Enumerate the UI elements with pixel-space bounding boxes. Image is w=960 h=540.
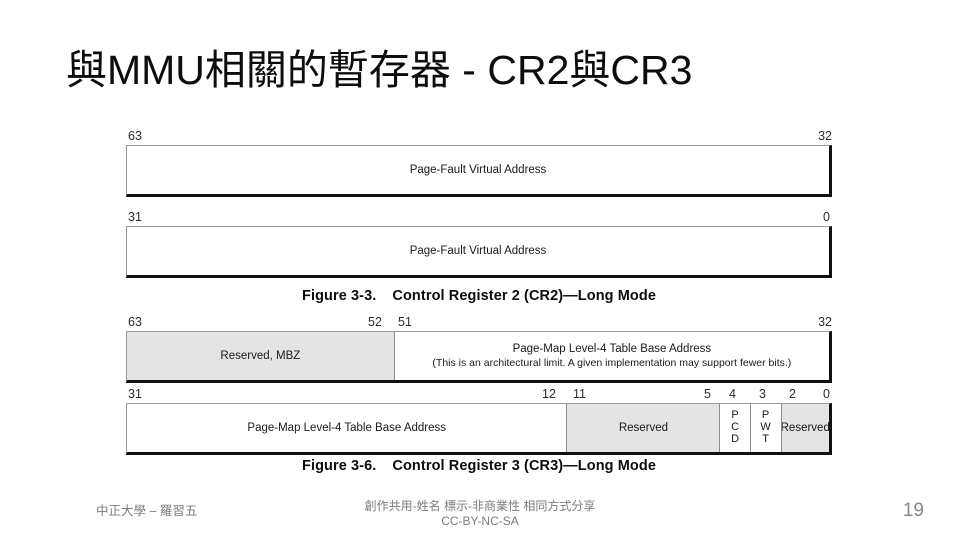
- cr2-row-31-0: 31 0 Page-Fault Virtual Address: [126, 209, 832, 278]
- bit-label: 3: [759, 387, 766, 401]
- bit-label: 12: [542, 387, 556, 401]
- field-label: Page-Fault Virtual Address: [409, 163, 547, 176]
- register-box: Page-Fault Virtual Address: [126, 226, 832, 278]
- bit-label: 63: [128, 315, 142, 329]
- field-pml4-base-address: Page-Map Level-4 Table Base Address (Thi…: [393, 332, 829, 380]
- bit-labels: 63 52 51 32: [126, 314, 832, 331]
- bit-label: 31: [128, 210, 142, 224]
- field-label: Reserved: [618, 421, 669, 434]
- figure-title: Control Register 2 (CR2)—Long Mode: [392, 288, 656, 304]
- bit-label: 4: [729, 387, 736, 401]
- bit-label: 0: [823, 387, 830, 401]
- bit-label: 2: [789, 387, 796, 401]
- field-label: Page-Fault Virtual Address: [409, 244, 547, 257]
- cr3-row-63-32: 63 52 51 32 Reserved, MBZ Page-Map Level…: [126, 314, 832, 383]
- footer-affiliation: 中正大學 – 羅習五: [96, 504, 198, 518]
- register-box: Page-Fault Virtual Address: [126, 145, 832, 197]
- bit-label: 52: [368, 315, 382, 329]
- field-letter-p: P: [761, 409, 770, 422]
- figure-caption-cr3: Figure 3-6. Control Register 3 (CR3)—Long…: [126, 458, 832, 474]
- figure-title: Control Register 3 (CR3)—Long Mode: [392, 458, 656, 474]
- field-label: Reserved: [780, 421, 829, 434]
- bit-label: 32: [818, 129, 832, 143]
- bit-label: 31: [128, 387, 142, 401]
- license-line-2: CC-BY-NC-SA: [441, 514, 519, 528]
- page-number: 19: [902, 500, 924, 521]
- field-page-fault-virtual-address: Page-Fault Virtual Address: [127, 227, 829, 275]
- field-pml4-base-address: Page-Map Level-4 Table Base Address: [127, 404, 567, 452]
- page-title: 與MMU相關的暫存器 - CR2與CR3: [66, 47, 693, 93]
- bit-labels: 31 12 11 5 4 3 2 0: [126, 386, 832, 403]
- field-reserved: Reserved: [566, 404, 720, 452]
- register-box: Reserved, MBZ Page-Map Level-4 Table Bas…: [126, 331, 832, 383]
- figure-caption-cr2: Figure 3-3. Control Register 2 (CR2)—Long…: [126, 288, 832, 304]
- cr2-row-63-32: 63 32 Page-Fault Virtual Address: [126, 128, 832, 197]
- figure-number: Figure 3-3.: [301, 288, 377, 304]
- field-pcd: P C D: [719, 404, 750, 452]
- bit-labels: 31 0: [126, 209, 832, 226]
- license-line-1: 創作共用-姓名 標示-非商業性 相同方式分享: [364, 499, 596, 513]
- footer-license: 創作共用-姓名 標示-非商業性 相同方式分享 CC-BY-NC-SA: [240, 499, 720, 529]
- register-diagram-image: 63 32 Page-Fault Virtual Address 31 0 Pa…: [126, 128, 836, 480]
- bit-label: 0: [823, 210, 830, 224]
- field-letter-t: T: [762, 432, 769, 445]
- bit-label: 63: [128, 129, 142, 143]
- bit-label: 32: [818, 315, 832, 329]
- field-reserved-mbz: Reserved, MBZ: [127, 332, 394, 380]
- field-reserved-low: Reserved: [780, 404, 829, 452]
- bit-label: 51: [398, 315, 412, 329]
- bit-label: 5: [704, 387, 711, 401]
- field-pwt: P W T: [749, 404, 781, 452]
- field-label: Page-Map Level-4 Table Base Address: [247, 421, 447, 434]
- field-label: Page-Map Level-4 Table Base Address: [512, 343, 712, 356]
- register-box: Page-Map Level-4 Table Base Address Rese…: [126, 403, 832, 455]
- field-label: Reserved, MBZ: [220, 349, 301, 362]
- field-letter-p: P: [731, 409, 739, 422]
- bit-labels: 63 32: [126, 128, 832, 145]
- field-page-fault-virtual-address: Page-Fault Virtual Address: [127, 146, 829, 194]
- field-letter-d: D: [731, 432, 740, 445]
- field-letter-w: W: [760, 421, 771, 434]
- figure-number: Figure 3-6.: [301, 458, 377, 474]
- field-note: (This is an architectural limit. A given…: [432, 356, 792, 369]
- cr3-row-31-0: 31 12 11 5 4 3 2 0 Page-Map Level-4 Tabl…: [126, 386, 832, 455]
- field-letter-c: C: [731, 421, 740, 434]
- bit-label: 11: [573, 387, 586, 401]
